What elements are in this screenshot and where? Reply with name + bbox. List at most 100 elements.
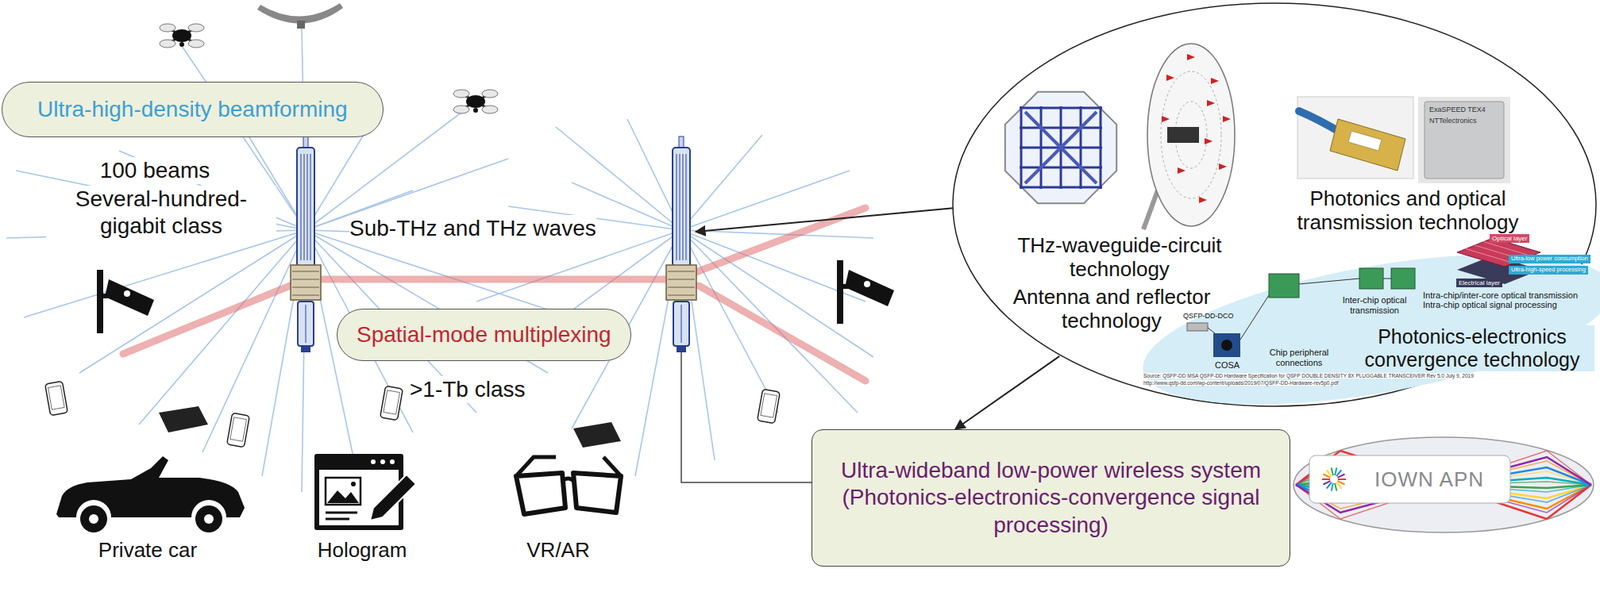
camera-icon-part — [104, 279, 155, 317]
beam-lines — [6, 27, 874, 493]
car-icon-part — [88, 514, 99, 525]
chip-marking: ExaSPEED TEX4 — [1429, 105, 1486, 115]
drone-icon-part — [159, 39, 176, 48]
node-text: IOWN APN — [1349, 455, 1509, 504]
base-station-tower-part — [304, 154, 305, 261]
network-outline — [1293, 437, 1594, 533]
car-icon-part — [80, 505, 108, 533]
beam-lines-part — [79, 230, 306, 374]
base-station-tower-part — [296, 147, 315, 267]
base-station-tower-part — [667, 287, 695, 289]
waveguide-circuit-image-part — [1025, 111, 1097, 184]
camera-icon-part — [844, 269, 895, 307]
component-icons-part — [1391, 268, 1415, 290]
reflector-antenna-image-part — [1210, 77, 1219, 85]
hologram-icon-part — [370, 459, 376, 465]
component-icons-part — [1299, 278, 1360, 285]
node-text: Ultra-wideband low-power wireless system… — [834, 457, 1268, 539]
node-text: Ultra-high-density beamforming — [37, 96, 348, 124]
component-icons-part — [1359, 268, 1384, 290]
logo-starburst-part — [1337, 474, 1346, 478]
waveguide-circuit-image — [1005, 92, 1117, 204]
system-box: Ultra-wideband low-power wireless system… — [811, 429, 1291, 567]
feature-pill: Ultra-high-density beamforming — [1, 81, 384, 138]
reflector-antenna-image-part — [1206, 100, 1215, 107]
connector-arrow — [955, 356, 1060, 430]
drone-icon-part — [466, 95, 486, 108]
reflector-antenna-image-part — [1166, 74, 1175, 81]
spatial-mode-beams-part — [305, 276, 682, 284]
base-station-tower-part — [292, 287, 320, 289]
annotation-label: VR/AR — [498, 538, 618, 563]
car-icon — [56, 456, 245, 533]
callout-text: Ultra-low power consumption — [1508, 254, 1591, 264]
reflector-antenna-image — [1143, 43, 1235, 230]
beam-lines-part — [681, 230, 858, 413]
optical-module-photo-part — [1330, 119, 1406, 171]
terminal-icon — [158, 406, 209, 433]
drone-icon-part — [172, 29, 192, 43]
logo-starburst-part — [1331, 483, 1334, 492]
leader-arrow — [695, 208, 956, 232]
chip-stack-image-part — [1465, 249, 1514, 264]
beam-lines-part — [681, 230, 874, 239]
logo-starburst-part — [1331, 467, 1334, 476]
terminal-icon — [573, 422, 621, 448]
camera-icon-part — [836, 260, 844, 324]
drone-icon-part — [188, 23, 205, 32]
rainbow-paths — [1295, 451, 1592, 520]
aircraft-icon-part — [257, 3, 344, 24]
beam-lines-part — [23, 230, 306, 318]
glasses-icon-part — [603, 457, 621, 477]
camera-icon — [96, 269, 155, 334]
hologram-icon-part — [380, 459, 386, 465]
annotation-label: >1-Tb class — [409, 376, 526, 404]
smartphone-icon-part — [757, 389, 781, 424]
logo-starburst-part — [1322, 481, 1331, 485]
glasses-icon-part — [562, 478, 574, 482]
base-station-tower-part — [672, 147, 691, 267]
base-station-tower-part — [307, 154, 309, 261]
callout-shape-part — [952, 3, 1600, 434]
smartphone-icon — [757, 389, 781, 424]
network-ellipse: IOWN APN — [1292, 436, 1595, 534]
base-station-tower-part — [297, 301, 314, 347]
drone-icon — [159, 23, 205, 48]
smartphone-icon-part — [48, 385, 66, 410]
base-station-tower-part — [679, 154, 681, 261]
logo-starburst-part — [1336, 482, 1342, 490]
node-text: Spatial-mode multiplexing — [356, 321, 612, 349]
smartphone-icon-part — [227, 412, 251, 448]
beam-lines-part — [138, 230, 306, 425]
component-icons-part — [1187, 323, 1208, 332]
drone-icon-part — [473, 107, 479, 113]
reflector-antenna-image-part — [1177, 167, 1186, 174]
component-icons-part — [1221, 339, 1233, 351]
base-station-tower-part — [667, 295, 695, 297]
smartphone-icon — [227, 412, 251, 448]
hologram-icon-part — [325, 478, 361, 506]
logo-starburst-part — [1326, 470, 1332, 477]
smartphone-icon-part — [45, 381, 69, 416]
callout-text: COSA — [1214, 360, 1240, 371]
camera-icon — [836, 260, 895, 324]
spatial-mode-beams-part — [123, 279, 306, 355]
smartphone-icon-part — [380, 385, 404, 421]
base-station-tower-part — [666, 265, 697, 301]
smartphone-icon — [380, 385, 404, 421]
optical-module-photo — [1297, 96, 1414, 179]
base-station-tower-part — [673, 301, 690, 347]
drone-icon-part — [188, 39, 205, 48]
callout-text: QSFP-DD-DCO — [1183, 312, 1234, 320]
base-station-tower-part — [676, 346, 687, 353]
reflector-antenna-image-part — [1218, 163, 1227, 170]
callout-text: Electrical layer — [1456, 278, 1503, 288]
aircraft-icon-part — [296, 20, 305, 29]
callout-text: http://www.qsfp-dd.com/wp-content/upload… — [1143, 380, 1338, 386]
chip-photo — [1418, 96, 1511, 184]
drone-icon-part — [481, 105, 498, 114]
base-station-tower-part — [292, 279, 320, 281]
drone-icon-part — [453, 105, 470, 114]
base-station-tower — [666, 136, 697, 353]
technology-callout-ellipse: THz-waveguide-circuit technologyAntenna … — [952, 2, 1598, 409]
